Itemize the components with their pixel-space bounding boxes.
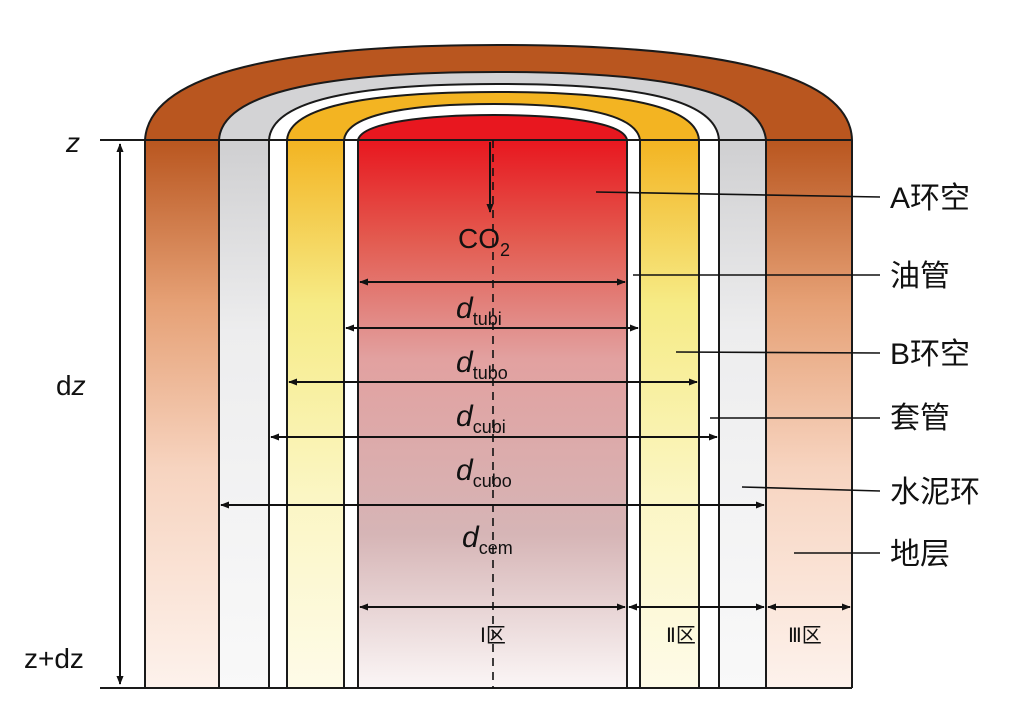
dz-label: dz <box>56 370 86 401</box>
region-1-label: Ⅰ区 <box>480 625 506 647</box>
co2-label-subscript: 2 <box>500 240 510 260</box>
dcubo-label: dcubo <box>456 454 512 491</box>
co2-label-base: CO <box>458 223 500 254</box>
dcubi-label-base: d <box>456 400 474 433</box>
layer-leader-lines <box>595 191 881 554</box>
layer-label-tubing: 油管 <box>890 260 950 293</box>
dcubo-label-base: d <box>456 454 474 487</box>
leader-b-annulus <box>675 351 881 354</box>
a-annulus-cap <box>356 113 629 141</box>
leader-a-annulus <box>595 191 881 198</box>
dtubo-label: dtubo <box>456 346 508 383</box>
leader-cement <box>741 486 881 492</box>
layer-label-cement: 水泥环 <box>890 476 980 509</box>
layer-label-formation: 地层 <box>890 538 950 571</box>
layer-label-a-annulus: A环空 <box>890 182 970 215</box>
dz-label-z: z <box>71 370 86 401</box>
dtubi-label-base: d <box>456 292 474 325</box>
dtubi-label: dtubi <box>456 292 502 329</box>
z-label: z <box>65 127 80 158</box>
region-2-label: Ⅱ区 <box>666 625 696 647</box>
dcubo-label-sub: cubo <box>473 471 512 491</box>
dz-label-d: d <box>56 370 72 401</box>
diameter-arrows <box>220 278 765 509</box>
layer-label-casing: 套管 <box>890 402 950 435</box>
dcem-label-sub: cem <box>479 538 513 558</box>
dtubi-label-sub: tubi <box>473 309 502 329</box>
dtubo-label-sub: tubo <box>473 363 508 383</box>
boundary-lines <box>144 140 853 688</box>
dcem-label: dcem <box>462 521 513 558</box>
layer-label-b-annulus: B环空 <box>890 338 970 371</box>
dtubo-label-base: d <box>456 346 474 379</box>
dcem-label-base: d <box>462 521 480 554</box>
z-plus-dz-label: z+dz <box>24 643 84 674</box>
dcubi-label-sub: cubi <box>473 417 506 437</box>
region-3-label: Ⅲ区 <box>788 625 822 647</box>
co2-label: CO2 <box>458 223 510 260</box>
dcubi-label: dcubi <box>456 400 506 437</box>
